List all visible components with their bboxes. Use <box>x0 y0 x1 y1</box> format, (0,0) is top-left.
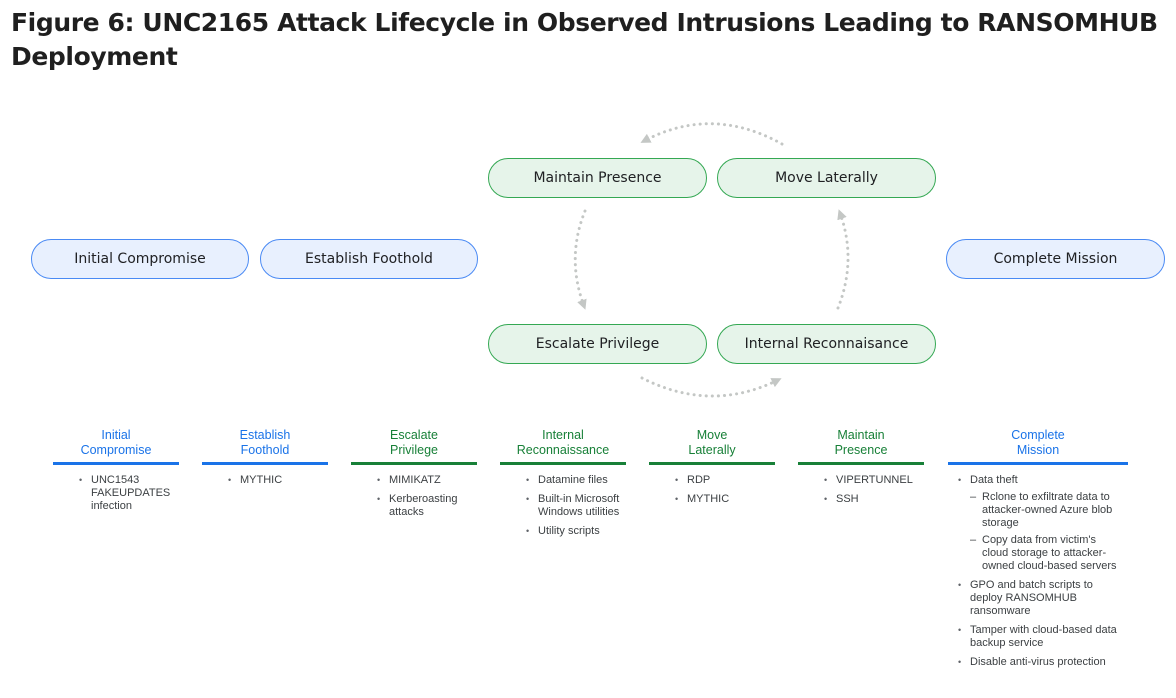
stage-complete-mission: Complete Mission <box>946 239 1165 279</box>
list-item: MYTHIC <box>202 474 328 487</box>
list-item: Kerberoasting attacks <box>351 493 477 519</box>
list-item: UNC1543 FAKEUPDATES infection <box>53 474 179 513</box>
list-item: Built-in Microsoft Windows utilities <box>500 493 626 519</box>
sub-list-item: Copy data from victim's cloud storage to… <box>970 534 1124 573</box>
arrow-move-to-maintain <box>640 122 784 146</box>
arrow-recon-to-move <box>836 209 850 310</box>
stage-escalate-privilege: Escalate Privilege <box>488 324 707 364</box>
list-item: MIMIKATZ <box>351 474 477 487</box>
figure-title: Figure 6: UNC2165 Attack Lifecycle in Ob… <box>11 8 1158 71</box>
list-item: SSH <box>798 493 924 506</box>
sub-list-item: Rclone to exfiltrate data to attacker-ow… <box>970 491 1124 530</box>
stage-internal-reconnaisance: Internal Reconnaisance <box>717 324 936 364</box>
list-item: Disable anti-virus protection <box>948 656 1128 669</box>
arrow-maintain-to-escalate <box>573 209 587 310</box>
list-item: Data theft Rclone to exfiltrate data to … <box>948 474 1128 573</box>
arrow-escalate-to-recon <box>640 376 782 398</box>
stage-move-laterally: Move Laterally <box>717 158 936 198</box>
stage-initial-compromise: Initial Compromise <box>31 239 249 279</box>
list-item: Utility scripts <box>500 525 626 538</box>
stage-maintain-presence: Maintain Presence <box>488 158 707 198</box>
list-item: VIPERTUNNEL <box>798 474 924 487</box>
list-item: RDP <box>649 474 775 487</box>
stage-establish-foothold: Establish Foothold <box>260 239 478 279</box>
list-item: Datamine files <box>500 474 626 487</box>
list-item: Tamper with cloud-based data backup serv… <box>948 624 1128 650</box>
list-item: MYTHIC <box>649 493 775 506</box>
list-item: GPO and batch scripts to deploy RANSOMHU… <box>948 579 1128 618</box>
